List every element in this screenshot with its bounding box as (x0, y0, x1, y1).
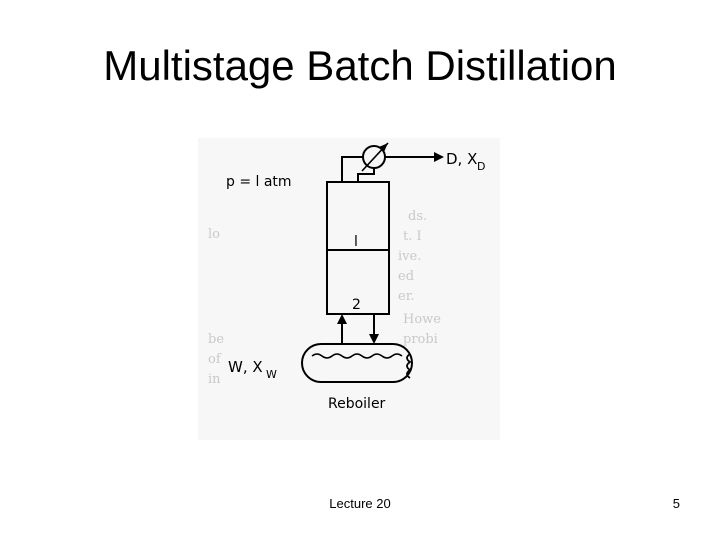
vapor-line (341, 156, 363, 182)
footer-lecture: Lecture 20 (329, 496, 391, 511)
distillation-diagram: ds. t. I ive. ed er. Howe probi lo be of… (198, 138, 500, 440)
svg-text:t. I: t. I (403, 229, 422, 244)
page-number: 5 (672, 496, 680, 511)
svg-text:be: be (208, 332, 224, 347)
distillate-subscript: D (477, 160, 485, 173)
svg-text:ed: ed (398, 269, 414, 284)
pressure-label: p = l atm (226, 174, 292, 190)
svg-text:of: of (208, 352, 222, 367)
liquid-down-arrowhead (369, 334, 379, 344)
reflux-line (357, 168, 375, 182)
stage-2-label: 2 (352, 297, 361, 313)
liquid-surface (311, 353, 403, 359)
distillate-arrowhead (434, 152, 444, 162)
stage-1-label: l (354, 234, 358, 250)
condenser-coolant-arrowhead (379, 143, 388, 152)
svg-text:ive.: ive. (398, 249, 421, 264)
svg-text:probi: probi (403, 332, 438, 347)
svg-text:Howe: Howe (403, 312, 441, 327)
diagram-svg: ds. t. I ive. ed er. Howe probi lo be of… (198, 138, 500, 440)
svg-text:ds.: ds. (408, 209, 427, 224)
svg-text:er.: er. (398, 289, 415, 304)
bottoms-label: W, X (228, 358, 263, 376)
svg-text:in: in (208, 372, 221, 387)
scan-background (198, 138, 500, 440)
heater-coil-icon (406, 353, 412, 379)
distillate-label: D, X (446, 150, 477, 168)
vapor-up-arrowhead (337, 314, 347, 324)
slide-title: Multistage Batch Distillation (103, 42, 617, 89)
reboiler-label: Reboiler (328, 396, 386, 412)
svg-text:lo: lo (208, 227, 220, 242)
background-bleed-text: ds. t. I ive. ed er. Howe probi lo be of… (208, 209, 441, 387)
reboiler-vessel (301, 343, 413, 383)
column-shell (326, 181, 390, 315)
bottoms-subscript: W (266, 368, 277, 381)
